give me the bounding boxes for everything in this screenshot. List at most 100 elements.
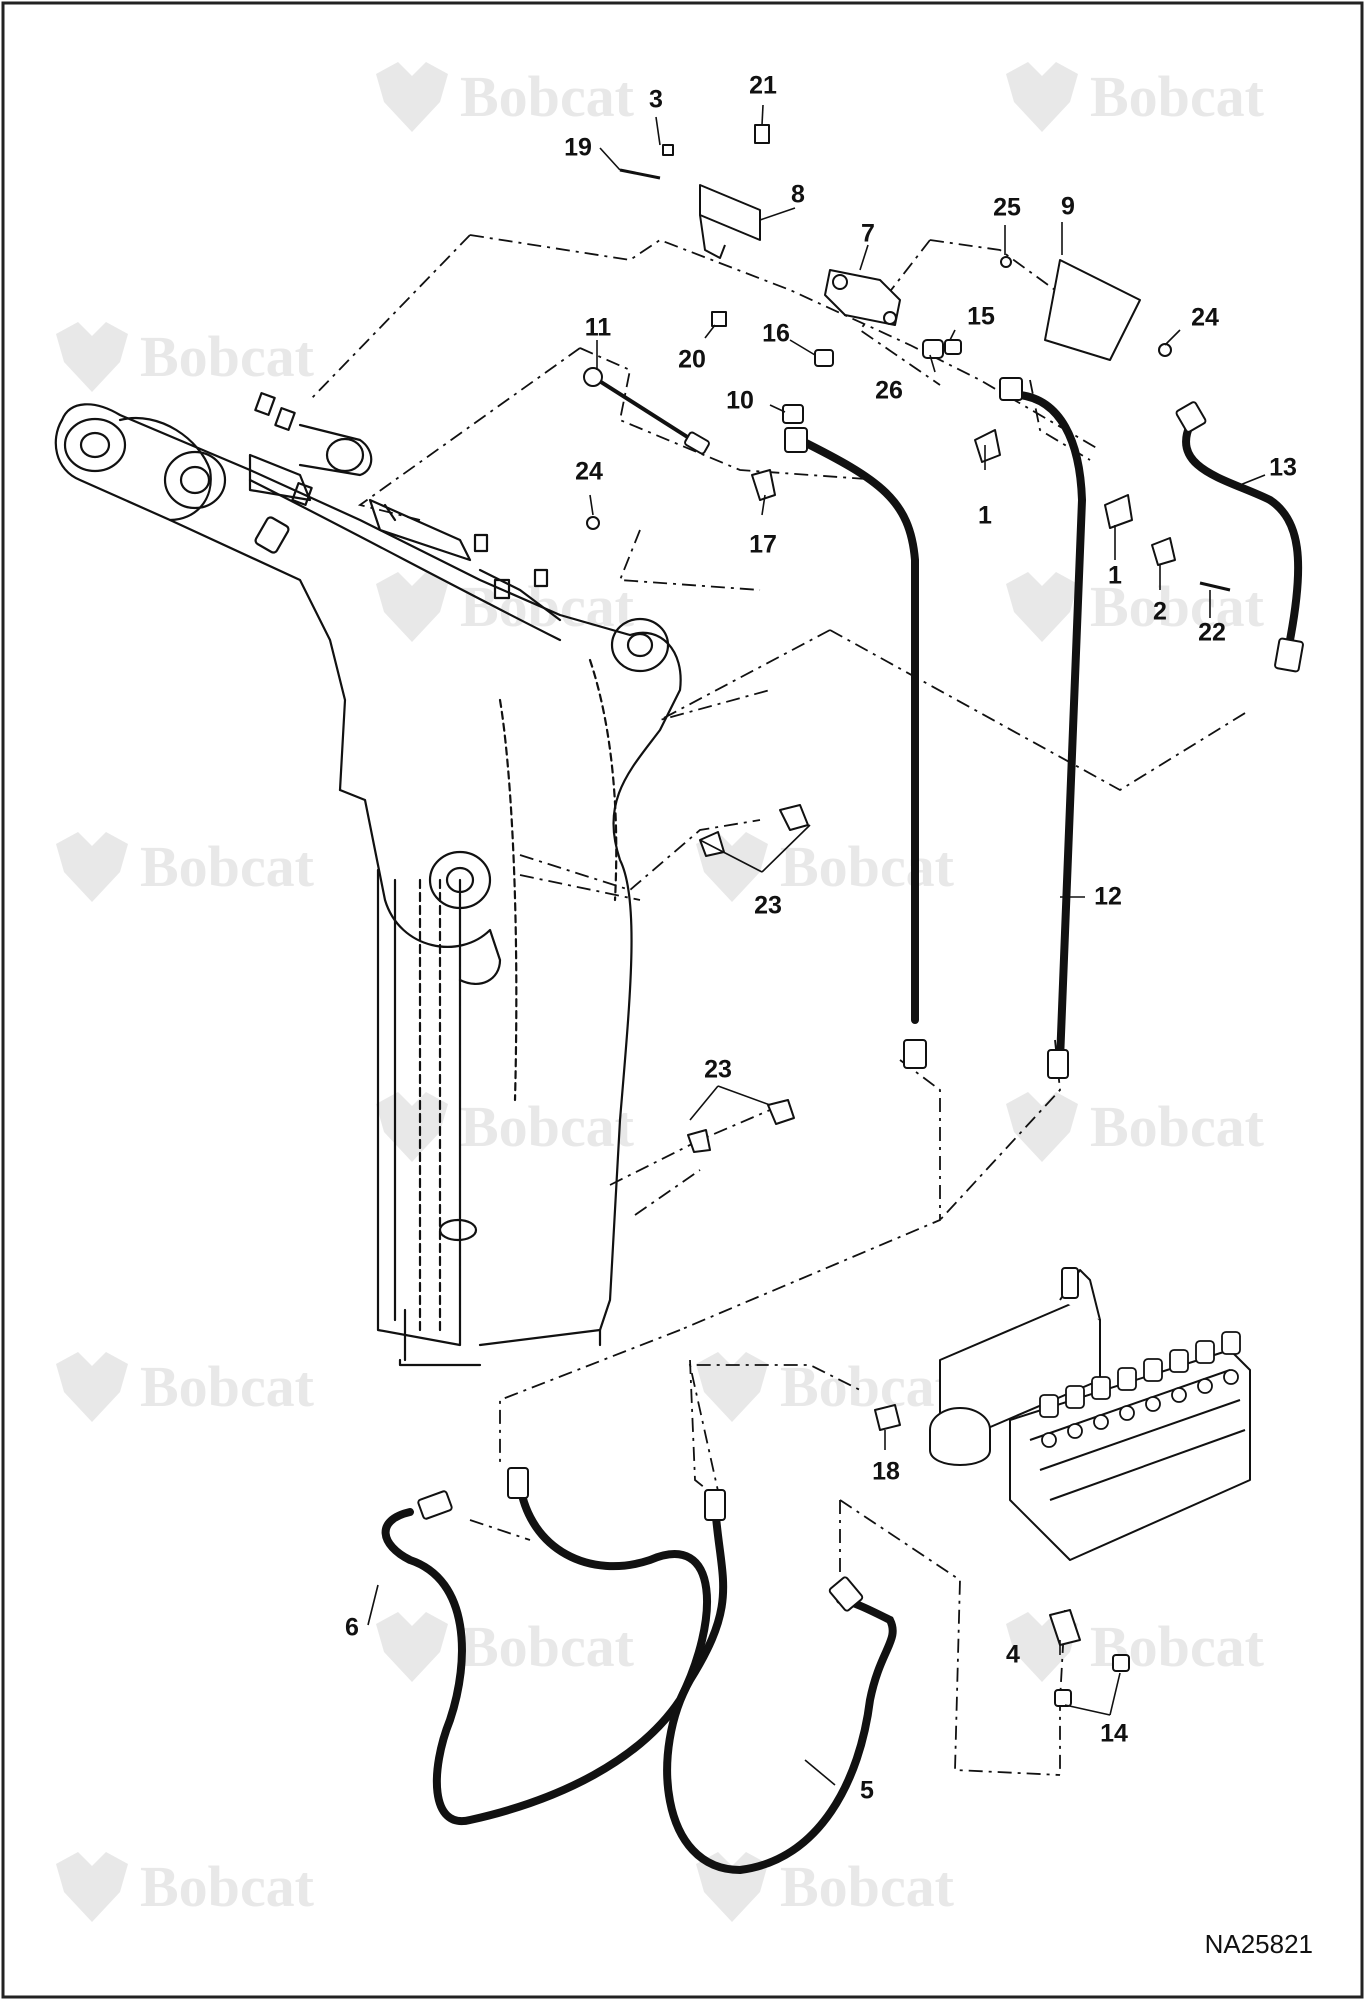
small-parts [583, 124, 1231, 1707]
bolt-21 [754, 124, 770, 144]
valve-port [1197, 1378, 1213, 1394]
callout-10: 10 [726, 386, 754, 415]
valve-port [1223, 1369, 1239, 1385]
watermark-text: Bobcat [1090, 1094, 1264, 1159]
bracket-8 [699, 184, 761, 241]
fitting-16 [814, 349, 834, 367]
clamp-1a [974, 429, 1001, 463]
watermark-text: Bobcat [460, 64, 634, 129]
nut-24b [586, 516, 600, 530]
callout-18: 18 [872, 1457, 900, 1486]
bolt-20 [711, 311, 727, 327]
callout-13: 13 [1269, 453, 1297, 482]
callout-11: 11 [584, 313, 612, 342]
bobcat-logo-icon [1006, 62, 1078, 132]
watermark-text: Bobcat [780, 834, 954, 899]
nut-24a [1158, 343, 1172, 357]
callout-7: 7 [861, 219, 875, 248]
tube-11 [588, 373, 702, 447]
callout-24b: 24 [575, 457, 603, 486]
bobcat-logo-icon [1006, 572, 1078, 642]
callout-25: 25 [993, 193, 1021, 222]
hose-13 [1182, 421, 1303, 644]
clamp-1b [1104, 494, 1133, 529]
hose-5 [663, 1501, 897, 1875]
callout-9: 9 [1061, 192, 1075, 221]
callout-1b: 1 [1108, 561, 1122, 590]
boom-arm [54, 392, 682, 1367]
nut-3 [662, 144, 674, 156]
valve-spool [1221, 1331, 1241, 1355]
callout-20: 20 [678, 345, 706, 374]
drawing-code: NA25821 [1204, 1929, 1313, 1959]
clamp-23d [687, 1129, 711, 1153]
valve-port [1119, 1405, 1135, 1421]
callout-24a: 24 [1191, 303, 1219, 332]
watermark-text: Bobcat [1090, 64, 1264, 129]
tee-4 [1049, 1609, 1081, 1646]
valve-spool [1117, 1367, 1137, 1391]
watermark-text: Bobcat [780, 1354, 954, 1419]
watermark-text: Bobcat [460, 1094, 634, 1159]
clamp-23b [699, 831, 725, 857]
watermark-text: Bobcat [140, 324, 314, 389]
watermark-text: Bobcat [140, 834, 314, 899]
bobcat-logo-icon [376, 572, 448, 642]
bobcat-logo-icon [376, 1612, 448, 1682]
valve-port [1145, 1396, 1161, 1412]
plate-2 [1151, 537, 1176, 566]
fitting-14b [1054, 1689, 1072, 1707]
bobcat-logo-icon [56, 832, 128, 902]
callout-4: 4 [1006, 1640, 1020, 1669]
plate-9 [1044, 259, 1141, 361]
valve-port [1041, 1432, 1057, 1448]
callout-23b: 23 [704, 1055, 732, 1084]
valve-spools [1039, 1331, 1241, 1448]
bobcat-logo-icon [56, 1352, 128, 1422]
valve-spool [1143, 1358, 1163, 1382]
washer-25 [1000, 256, 1012, 268]
watermark-text: Bobcat [460, 1614, 634, 1679]
valve-port [1171, 1387, 1187, 1403]
valve-spool [1195, 1340, 1215, 1364]
hose-fittings [417, 377, 1304, 1612]
callout-5: 5 [860, 1776, 874, 1805]
callout-22: 22 [1198, 618, 1226, 647]
callout-14: 14 [1100, 1719, 1128, 1748]
valve-spool [1169, 1349, 1189, 1373]
bobcat-logo-icon [56, 1852, 128, 1922]
bolt-22 [1199, 581, 1231, 592]
callout-12: 12 [1094, 882, 1122, 911]
callout-6: 6 [345, 1613, 359, 1642]
bobcat-logo-icon [696, 1352, 768, 1422]
clamp-23c [767, 1099, 795, 1125]
fitting-10 [782, 404, 804, 424]
valve-spool [1091, 1376, 1111, 1400]
fitting-17 [751, 469, 776, 501]
callout-leaders [367, 104, 1266, 1786]
assembly-leader-lines [309, 234, 1251, 1776]
callout-8: 8 [791, 180, 805, 209]
callout-23a: 23 [754, 891, 782, 920]
watermark-text: Bobcat [140, 1354, 314, 1419]
watermark-text: Bobcat [1090, 574, 1264, 639]
clamp-23a [779, 804, 809, 831]
fitting-26 [922, 339, 944, 359]
fitting-18 [874, 1404, 901, 1431]
valve-port [1067, 1423, 1083, 1439]
callout-2: 2 [1153, 597, 1167, 626]
callout-19: 19 [564, 133, 592, 162]
valve-spool [1039, 1394, 1059, 1418]
callout-21: 21 [749, 71, 777, 100]
fitting-15 [944, 339, 962, 355]
watermark-text: Bobcat [780, 1854, 954, 1919]
bobcat-logo-icon [56, 322, 128, 392]
callout-15: 15 [967, 302, 995, 331]
bobcat-logo-icon [1006, 1092, 1078, 1162]
fitting-14a [1112, 1654, 1130, 1672]
watermark-text: Bobcat [140, 1854, 314, 1919]
hose-12 [1016, 391, 1087, 1064]
hose-left-long [796, 436, 919, 1024]
